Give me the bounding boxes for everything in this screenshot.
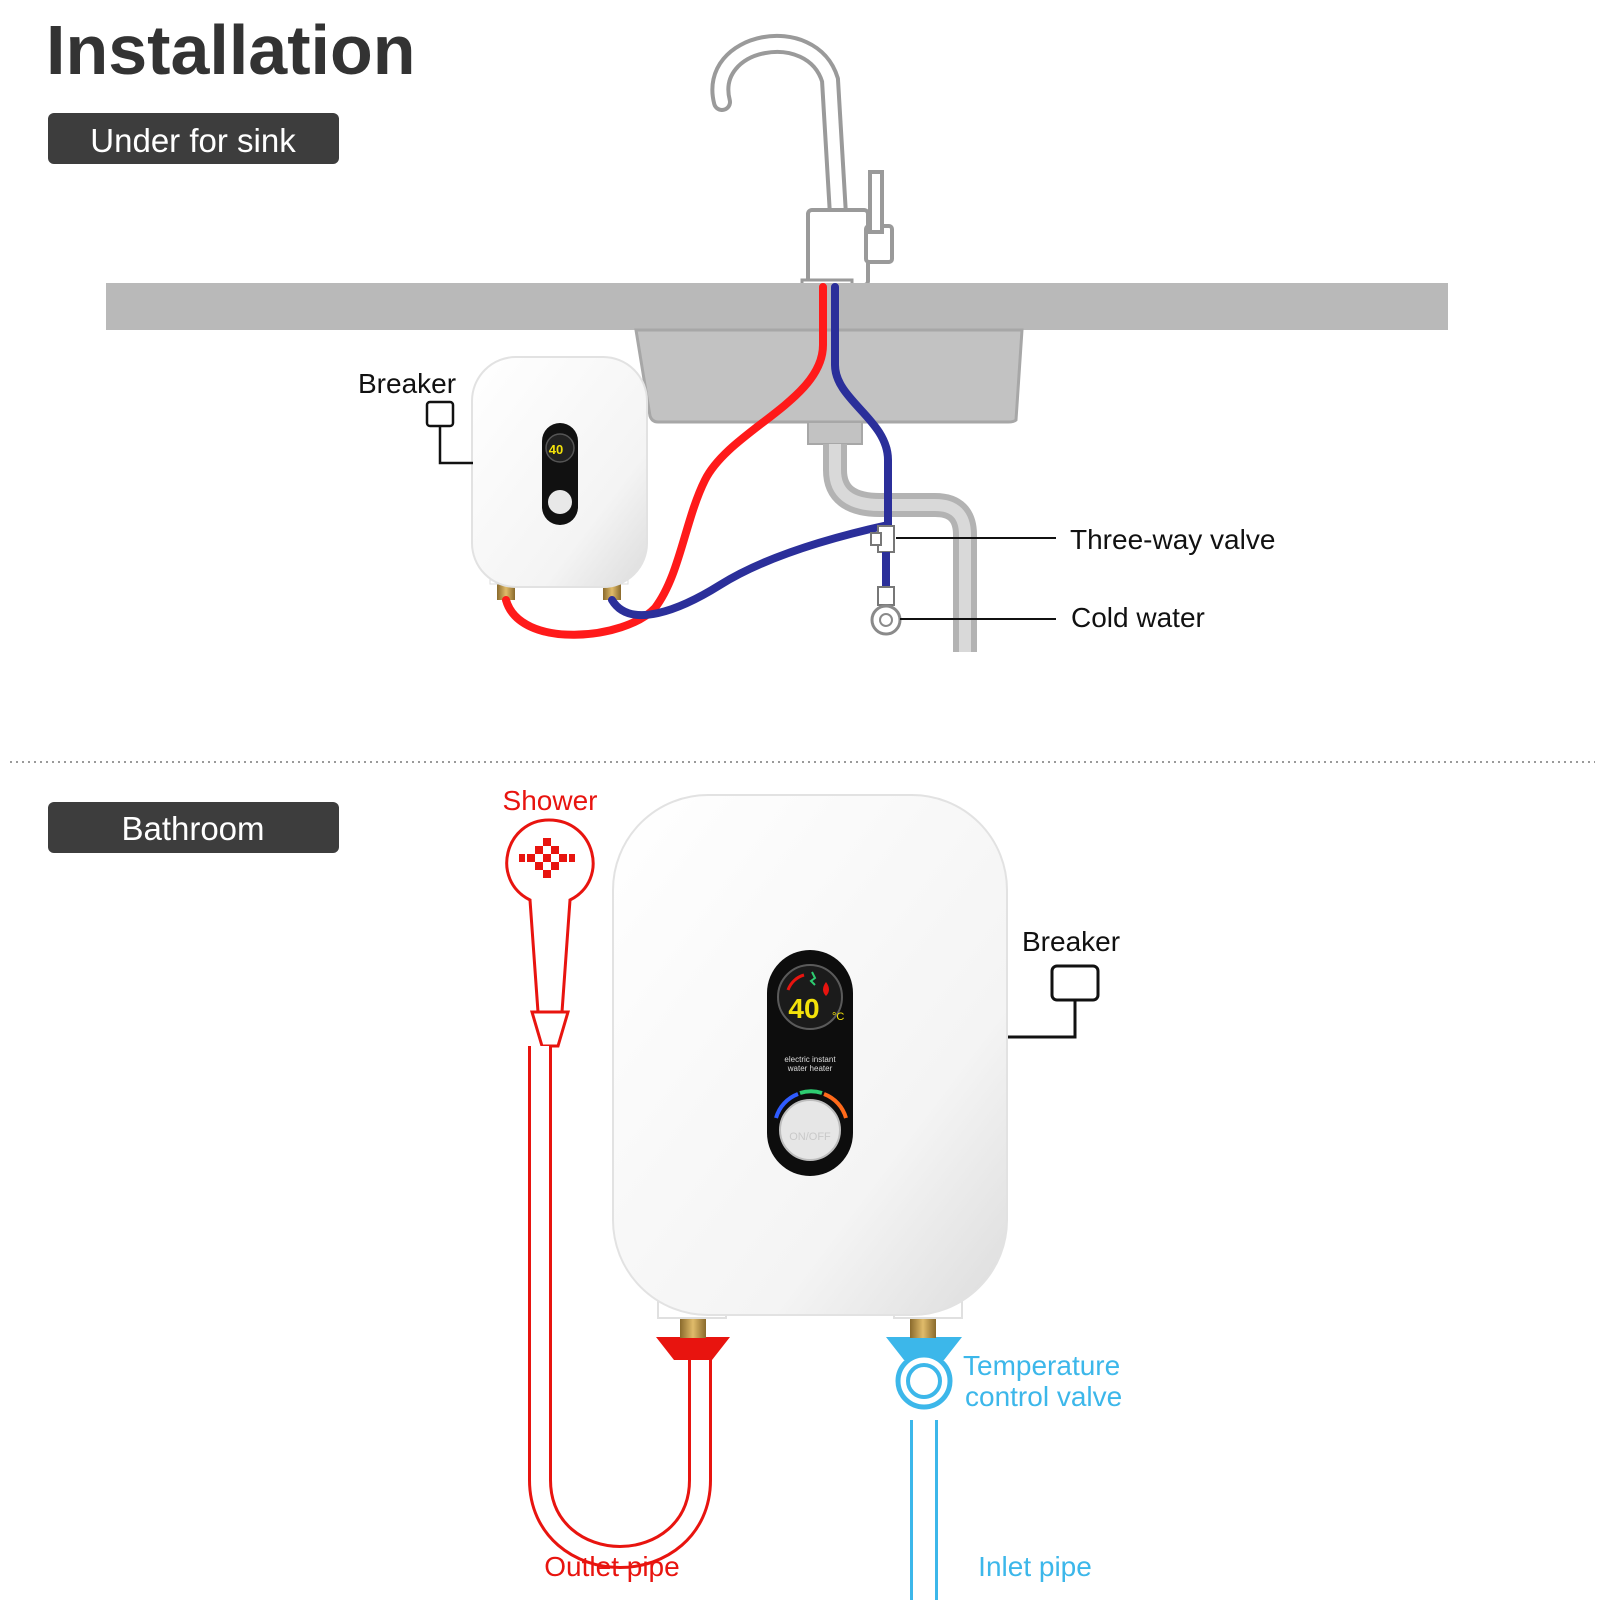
inlet-pipe-label: Inlet pipe [978,1551,1092,1582]
outlet-pipe-label: Outlet pipe [544,1551,679,1582]
heater-temp-unit: °C [832,1011,844,1023]
temperature-control-valve-icon [886,1337,962,1410]
page-title: Installation [46,11,415,89]
heater-power-knob [779,1099,841,1161]
bathroom-section-tag-label: Bathroom [121,810,264,847]
cold-water-label: Cold water [1071,602,1205,633]
heater-temp-display: 40 [788,993,819,1024]
sink-heater-temp: 40 [549,442,563,457]
sink-basin [634,328,1024,424]
heater-knob-label: ON/OFF [789,1131,831,1143]
shower-label: Shower [503,785,598,816]
heater-product-text-1: electric instant [784,1055,836,1064]
bathroom-section-tag: Bathroom [48,802,339,853]
faucet-icon [710,34,894,290]
water-heater-sink: 40 [471,356,648,600]
sink-section-tag-label: Under for sink [90,122,296,159]
sink-section-tag: Under for sink [48,113,339,164]
heater-product-text-2: water heater [787,1064,833,1073]
hot-water-hose [502,283,827,639]
temperature-valve-label-line1: Temperature [963,1350,1120,1381]
temperature-valve-label-line2: control valve [965,1381,1122,1412]
bathroom-breaker-label: Breaker [1022,926,1120,957]
three-way-valve-icon [870,525,895,606]
sink-breaker-icon [425,400,455,428]
cold-water-hose [608,283,892,619]
sink-breaker-label: Breaker [358,368,456,399]
countertop [106,283,1448,330]
cold-water-valve-icon [870,604,902,636]
bathroom-breaker-icon [1050,964,1100,1002]
shower-head-icon [505,818,595,1048]
outlet-connector-icon [656,1337,730,1360]
water-heater-bathroom: 40 °C electric instant water heater ON/O… [612,794,1008,1319]
three-way-valve-label: Three-way valve [1070,524,1275,555]
